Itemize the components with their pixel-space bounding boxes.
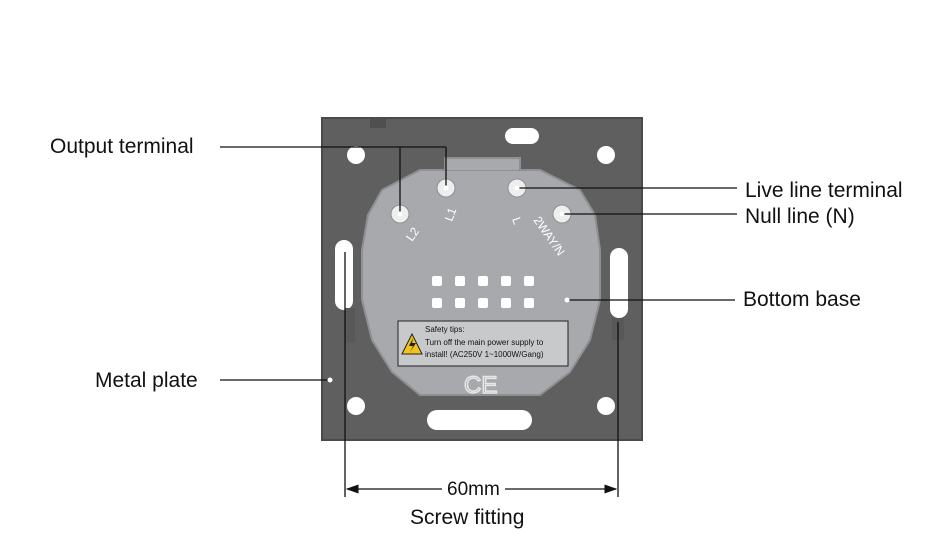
l2-dot [397,211,403,217]
plate-hole [597,397,615,415]
plate-hole [347,146,365,164]
l1-dot [443,185,449,191]
plate-slot [610,248,628,318]
terminal-l1-label: L1 [442,205,460,223]
live-line-terminal-label: Live line terminal [745,179,903,202]
metal-plate-dot [327,377,333,383]
bottom-base-label: Bottom base [743,288,861,311]
l-dot [514,185,520,191]
plate-hole [597,146,615,164]
output-terminal-label: Output terminal [50,135,194,158]
dimension-value: 60mm [447,479,500,500]
plate-slot [427,410,532,430]
plate-slot [505,128,539,144]
vent-holes [432,276,534,308]
bottom-base-dot [564,297,570,303]
null-line-label: Null line (N) [745,205,855,228]
plate-slot [335,240,353,310]
safety-line-1: Turn off the main power supply to [425,338,544,347]
n-dot [559,211,565,217]
ce-mark: CE [464,372,497,399]
leader-lines [220,146,737,497]
metal-plate-label: Metal plate [95,369,198,392]
terminal-l-label: L [509,215,525,226]
safety-line-2: install! (AC250V 1~1000W/Gang) [425,350,544,359]
plate-hole [347,397,365,415]
screw-fitting-label: Screw fitting [410,506,525,529]
safety-sticker: Safety tips: Turn off the main power sup… [397,320,569,367]
safety-title: Safety tips: [425,325,465,334]
